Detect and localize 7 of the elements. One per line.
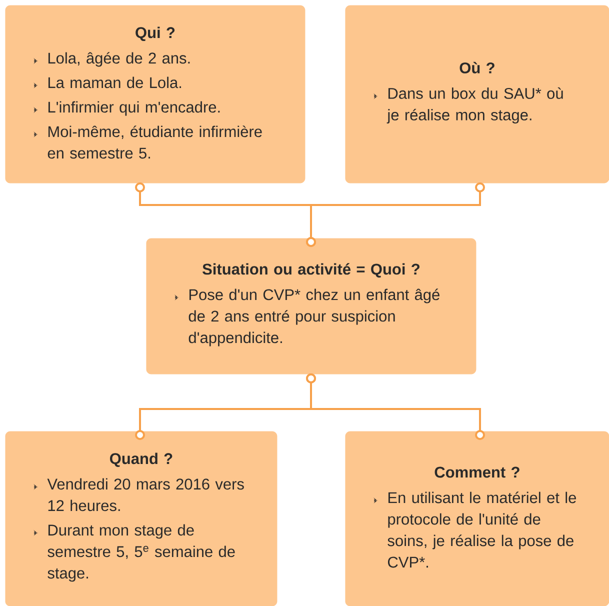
info-box: Où ? Dans un box du SAU* où je réalise mon stage. bbox=[345, 5, 609, 184]
info-box: Qui ? Lola, âgée de 2 ans. La maman de Lola. L'infirmier qui m'encadre. Moi-même, étudiante infirmière en semestre 5. bbox=[5, 5, 306, 184]
connector bbox=[306, 182, 485, 247]
connector bbox=[306, 373, 485, 440]
info-box: Comment ? En utilisant le matériel et le protocole de l'unité de soins, je réalise la pose de CVP*. bbox=[345, 431, 609, 606]
info-box: Quand ? Vendredi 20 mars 2016 vers 12 heures. Durant mon stage de semestre 5, 5$^{e}$ semaine de stage. bbox=[5, 431, 278, 606]
info-box: Situation ou activité = Quoi ? Pose d'un CVP* chez un enfant âgé de 2 ans entré pour suspicion d'appendicite. bbox=[146, 238, 476, 374]
